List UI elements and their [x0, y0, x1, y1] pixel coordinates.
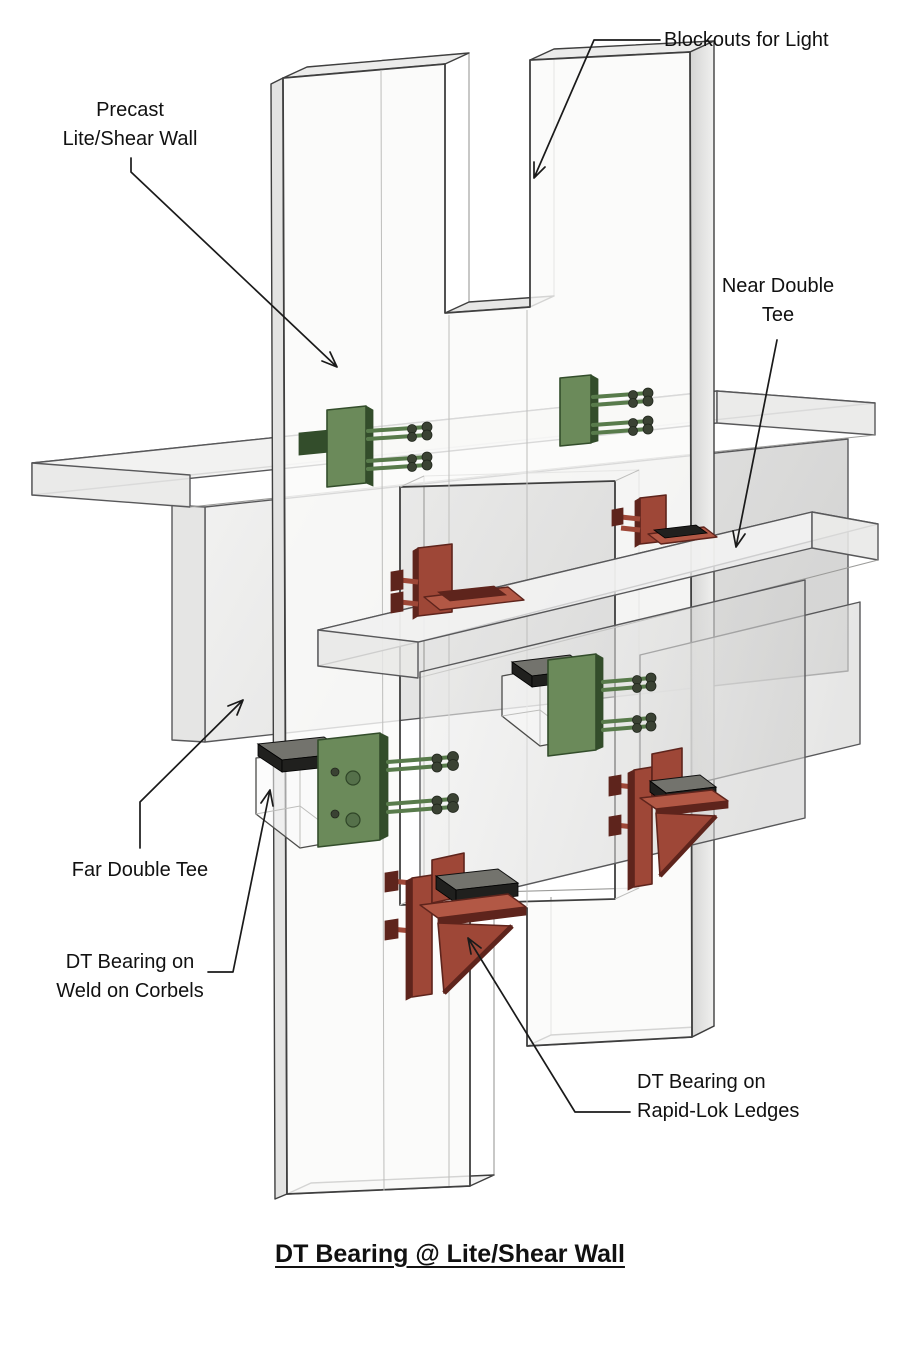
leader-lines: [130, 39, 778, 1113]
weld-on-corbel-assembly-right: [501, 653, 657, 757]
rapid-lok-flange-inserts: [390, 494, 718, 620]
label-weld-on-corbels: DT Bearing on Weld on Corbels: [56, 951, 204, 1002]
rapid-lok-ledge-assembly-middle: [384, 852, 527, 1001]
weld-corbel-plate: [317, 732, 381, 848]
drawing-title: DT Bearing @ Lite/Shear Wall: [275, 1240, 625, 1268]
upper-right-studs: [591, 391, 650, 435]
rapid-lok-back-plate-2: [633, 766, 653, 888]
rapid-lok-back-plate: [411, 874, 433, 998]
rapid-lok-ledge-assembly-right: [608, 747, 729, 891]
upper-weld-plate-connections: [298, 374, 654, 488]
label-blockouts-for-light: Blockouts for Light: [664, 29, 829, 51]
leader-blockouts: [533, 39, 661, 179]
label-rapid-lok-ledges: DT Bearing on Rapid-Lok Ledges: [637, 1071, 800, 1122]
far-dt-flange-right-end: [716, 390, 876, 436]
label-near-double-tee: Near Double Tee: [721, 275, 835, 326]
leader-rapid-lok: [467, 937, 631, 1113]
upper-right-weld-plate: [559, 374, 592, 447]
leader-precast-wall: [130, 157, 338, 368]
upper-left-plate-edge: [365, 405, 374, 487]
far-dt-stem-end: [171, 504, 206, 743]
weld-angle-under-flange: [298, 429, 331, 456]
leader-far-double-tee: [139, 699, 244, 849]
weld-corbel-plate-2: [547, 653, 597, 757]
label-precast-wall: Precast Lite/Shear Wall: [62, 99, 198, 150]
weld-on-corbel-assembly-left: [255, 732, 459, 849]
leader-near-double-tee: [732, 339, 778, 548]
label-far-double-tee: Far Double Tee: [71, 859, 209, 881]
wall-window-reveal-edges: [399, 469, 640, 906]
precast-lite-shear-wall: [270, 40, 715, 1200]
upper-left-weld-plate: [326, 405, 367, 488]
leader-weld-corbels: [207, 789, 274, 973]
upper-left-studs: [366, 425, 429, 471]
